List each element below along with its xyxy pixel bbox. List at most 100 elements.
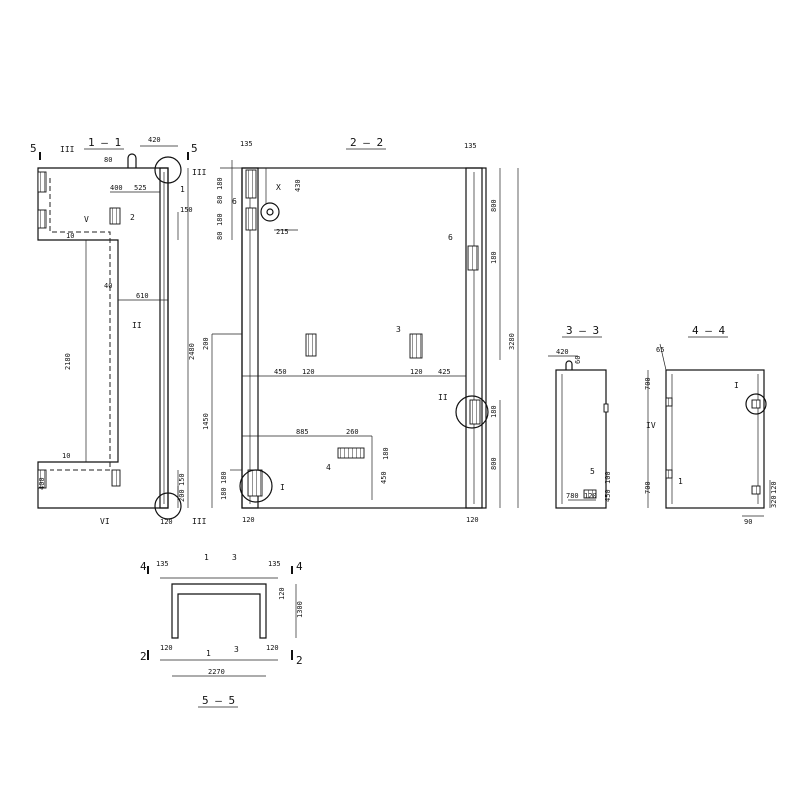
dim-100: 100 xyxy=(604,471,612,484)
dim-610: 610 xyxy=(136,292,149,300)
dim-10-top: 10 xyxy=(66,232,74,240)
mark-3: 3 xyxy=(396,325,401,334)
mark-IV: IV xyxy=(646,421,656,430)
mark-4: 4 xyxy=(326,463,331,472)
mark-5: 5 xyxy=(590,467,595,476)
cut-2-left: 2 xyxy=(140,650,147,663)
section-title-1-1: 1 — 1 xyxy=(88,136,121,149)
dim-180a: 180 xyxy=(216,177,224,190)
dim-2180: 2180 xyxy=(64,353,72,370)
mark-II: II xyxy=(438,393,448,402)
dim-2480: 2480 xyxy=(188,343,196,360)
dim-885: 885 xyxy=(296,428,309,436)
dim-800b: 800 xyxy=(490,457,498,470)
mark-6b: 6 xyxy=(448,233,453,242)
dim-120d: 120 xyxy=(466,516,479,524)
dim-200: 200 xyxy=(202,337,210,350)
mark-I: I xyxy=(280,483,285,492)
dim-430: 430 xyxy=(294,179,302,192)
dim-120-side: 120 xyxy=(278,587,286,600)
dim-400: 400 xyxy=(110,184,123,192)
section-5-5: 5 — 5 4 4 2 2 1 3 1 3 135 135 120 1300 1… xyxy=(140,553,304,708)
dim-120: 120 xyxy=(160,518,173,526)
mark-6a: 6 xyxy=(232,197,237,206)
dim-150-bot: 150 xyxy=(178,473,186,486)
dim-120-right: 120 xyxy=(266,644,279,652)
cut-5-right: 5 xyxy=(191,142,198,155)
section-2-2: 2 — 2 135 135 180 xyxy=(202,136,519,524)
dim-320: 320 xyxy=(770,495,778,508)
dim-180c: 180 xyxy=(490,251,498,264)
dim-120-left: 120 xyxy=(160,644,173,652)
dim-260: 260 xyxy=(346,428,359,436)
dim-450a: 450 xyxy=(274,368,287,376)
dim-425: 425 xyxy=(438,368,451,376)
mark-3-top: 3 xyxy=(232,553,237,562)
ref-IIn: II xyxy=(132,321,142,330)
dim-450: 450 xyxy=(604,489,612,502)
mark-1: 1 xyxy=(678,477,683,486)
mark-1-bot: 1 xyxy=(206,649,211,658)
dim-120: 120 xyxy=(584,492,597,500)
dim-80a: 80 xyxy=(216,196,224,204)
dim-450b: 450 xyxy=(380,471,388,484)
section-title-3-3: 3 — 3 xyxy=(566,324,599,337)
dim-150-top: 150 xyxy=(180,206,193,214)
dim-420: 420 xyxy=(556,348,569,356)
dim-180g: 180 xyxy=(220,487,228,500)
dim-700b: 700 xyxy=(644,481,652,494)
dim-120c: 120 xyxy=(242,516,255,524)
dim-135-right: 135 xyxy=(464,142,477,150)
section-title-4-4: 4 — 4 xyxy=(692,324,725,337)
dim-10-bot: 10 xyxy=(62,452,70,460)
dim-120: 120 xyxy=(770,481,778,494)
dim-800a: 800 xyxy=(490,199,498,212)
dim-3280: 3280 xyxy=(508,333,516,350)
section-title-5-5: 5 — 5 xyxy=(202,694,235,707)
dim-180f: 180 xyxy=(220,471,228,484)
dim-40: 40 xyxy=(104,282,112,290)
mark-3-bot: 3 xyxy=(234,645,239,654)
dim-200: 200 xyxy=(178,489,186,502)
cut-5-left: 5 xyxy=(30,142,37,155)
dim-180e: 180 xyxy=(490,405,498,418)
mark-2: 2 xyxy=(130,213,135,222)
dim-80b: 80 xyxy=(216,232,224,240)
cut-4-right: 4 xyxy=(296,560,303,573)
section-1-1: 1 — 1 5 5 III III V II xyxy=(30,136,207,526)
dim-80: 80 xyxy=(104,156,112,164)
dim-2270: 2270 xyxy=(208,668,225,676)
cut-2-right: 2 xyxy=(296,654,303,667)
mark-X: X xyxy=(276,183,281,192)
dim-180b: 180 xyxy=(216,213,224,226)
ref-V: V xyxy=(84,215,89,224)
dim-135-right: 135 xyxy=(268,560,281,568)
dim-65: 65 xyxy=(656,346,664,354)
section-4-4: 4 — 4 65 700 700 120 320 90 I IV 1 xyxy=(644,324,778,526)
dim-135-left: 135 xyxy=(240,140,253,148)
dim-780: 780 xyxy=(566,492,579,500)
dim-525: 525 xyxy=(134,184,147,192)
dim-420: 420 xyxy=(148,136,161,144)
dim-1450: 1450 xyxy=(202,413,210,430)
mark-I: I xyxy=(734,381,739,390)
section-title-2-2: 2 — 2 xyxy=(350,136,383,149)
dim-120b: 120 xyxy=(410,368,423,376)
ref-IIIn: III xyxy=(192,168,207,177)
dim-60: 60 xyxy=(574,356,582,364)
dim-700a: 700 xyxy=(644,377,652,390)
dim-180d: 180 xyxy=(382,447,390,460)
dim-215: 215 xyxy=(276,228,289,236)
dim-90: 90 xyxy=(744,518,752,526)
dim-120a: 120 xyxy=(302,368,315,376)
mark-1-top: 1 xyxy=(204,553,209,562)
cut-4-left: 4 xyxy=(140,560,147,573)
dim-1300: 1300 xyxy=(296,601,304,618)
ref-VI: VI xyxy=(100,517,110,526)
section-3-3: 3 — 3 420 60 5 780 120 100 450 xyxy=(548,324,612,509)
ref-III-top: III xyxy=(60,145,75,154)
dim-135-left: 135 xyxy=(156,560,169,568)
mark-1: 1 xyxy=(180,185,185,194)
ref-III-bot: III xyxy=(192,517,207,526)
